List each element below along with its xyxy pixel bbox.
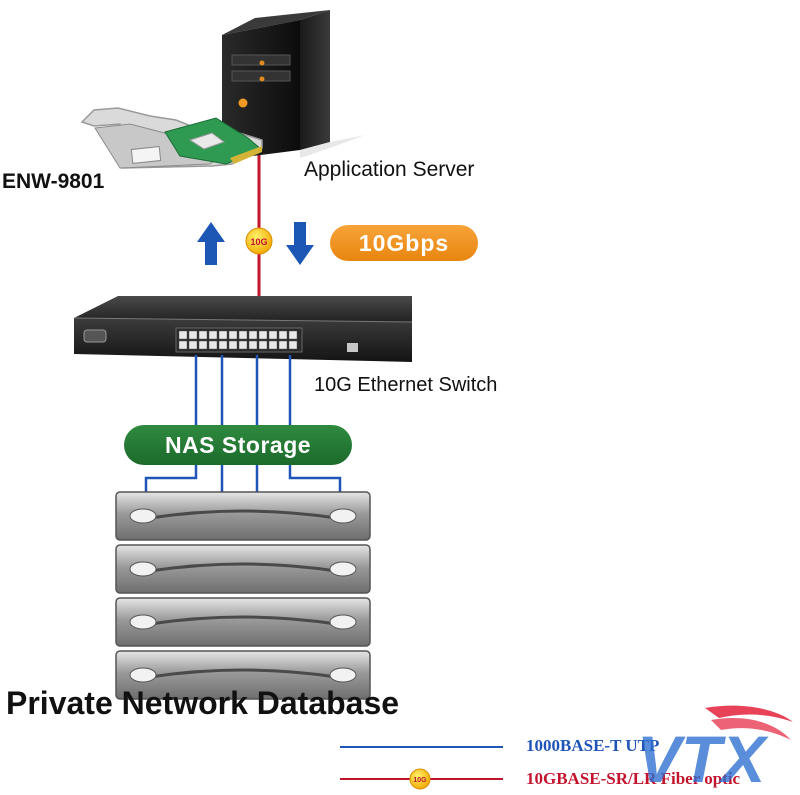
nas-unit [115, 491, 371, 541]
switch-port [188, 330, 198, 340]
switch-port [258, 330, 268, 340]
speed-badge: 10Gbps [330, 225, 478, 261]
switch-port [288, 340, 298, 350]
switch-port [178, 340, 188, 350]
legend-fiber-marker: 10G [409, 768, 431, 790]
application-server-icon [222, 10, 365, 160]
switch-port [288, 330, 298, 340]
switch-port [178, 330, 188, 340]
nas-storage-stack [115, 491, 371, 700]
legend-fiber-label: 10GBASE-SR/LR Fiber optic [526, 769, 741, 788]
switch-port [268, 330, 278, 340]
switch-port [238, 340, 248, 350]
switch-port [218, 330, 228, 340]
utp-connection-lines [144, 355, 342, 492]
switch-port [218, 340, 228, 350]
switch-port [258, 340, 268, 350]
vtx-watermark-logo: VTX [637, 705, 793, 792]
switch-port [248, 330, 258, 340]
ethernet-switch-icon [73, 296, 413, 362]
switch-port [278, 340, 288, 350]
switch-port [198, 340, 208, 350]
switch-port [188, 340, 198, 350]
fiber-link-marker: 10G [245, 227, 273, 255]
network-card-icon [80, 107, 263, 169]
nas-unit [115, 650, 371, 700]
svg-text:10G: 10G [413, 777, 427, 784]
switch-port [248, 340, 258, 350]
switch-port [228, 330, 238, 340]
switch-port [238, 330, 248, 340]
switch-port-group [178, 330, 298, 350]
svg-text:10G: 10G [250, 237, 267, 247]
server-label: Application Server [304, 158, 475, 181]
diagram-title: Private Network Database [6, 685, 400, 721]
switch-port [208, 330, 218, 340]
switch-port [208, 340, 218, 350]
upload-arrow-icon [197, 222, 225, 265]
legend-utp-label: 1000BASE-T UTP [526, 736, 660, 755]
switch-port [228, 340, 238, 350]
svg-text:VTX: VTX [637, 722, 769, 792]
nas-storage-badge: NAS Storage [124, 425, 352, 465]
nas-unit [115, 597, 371, 647]
switch-port [198, 330, 208, 340]
download-arrow-icon [286, 222, 314, 265]
switch-port [268, 340, 278, 350]
switch-label: 10G Ethernet Switch [314, 374, 498, 396]
nic-label: ENW-9801 [2, 170, 105, 193]
nas-unit [115, 544, 371, 594]
switch-port [278, 330, 288, 340]
